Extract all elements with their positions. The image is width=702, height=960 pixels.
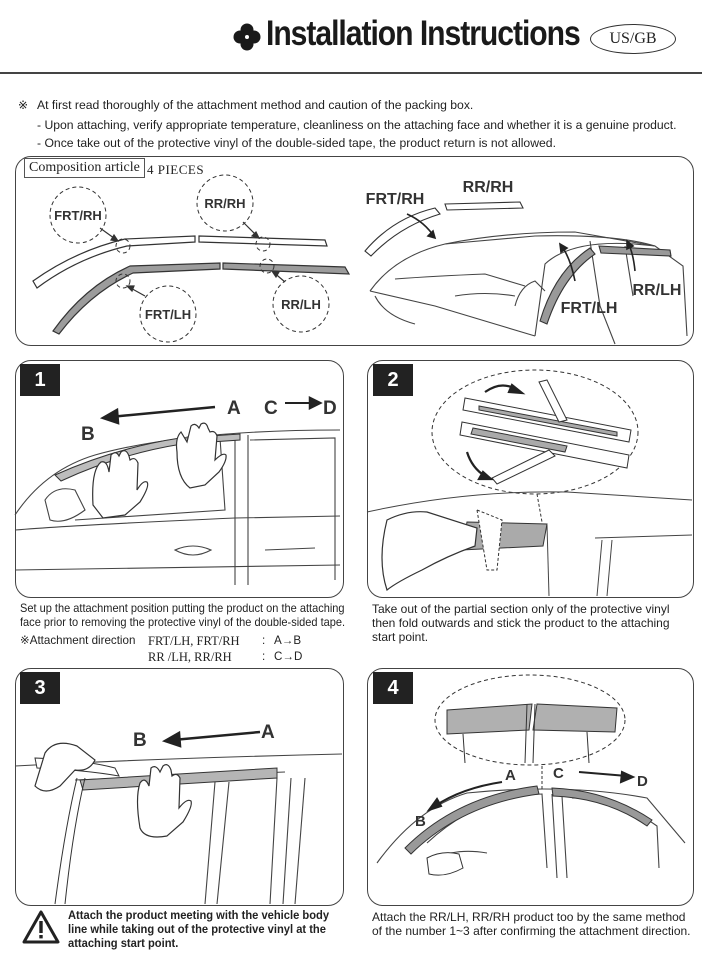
composition-illustration: FRT/RH RR/RH FRT/LH RR/LH FRT/RH RR/RH F… [32,174,688,345]
step-1-dir-row-1-dir: A→B [274,634,302,647]
glove-icon [34,742,192,838]
note-line-1: At first read thoroughly of the attachme… [37,98,474,112]
page-title: Installation Instructions [266,14,581,53]
step-1-label-d: D [323,398,337,419]
step-3-caption-2: line while taking out of the protective … [68,922,326,936]
step-4-label-a: A [505,767,516,784]
region-badge: US/GB [590,24,676,54]
part-label-frt-lh: FRT/LH [145,307,191,322]
step-3-caption-3: attaching start point. [68,936,179,950]
step-3-number: 3 [20,672,60,704]
step-4-illustration: A C D B [376,674,686,879]
step-1-label-a: A [227,398,241,419]
step-4-number: 4 [373,672,413,704]
visor-parts [32,235,351,335]
step-3-illustration: A B [14,722,343,905]
part-label-rr-rh: RR/RH [204,196,245,211]
car-label-frt-rh: FRT/RH [366,191,425,208]
step-1-direction-label: ※Attachment direction [20,634,136,647]
step-4-caption-2: of the number 1~3 after confirming the a… [372,924,691,938]
step-2-number: 2 [373,364,413,396]
step-2-caption-1: Take out of the partial section only of … [372,602,670,616]
note-line-3: - Once take out of the protective vinyl … [37,136,556,150]
header-divider [0,72,702,74]
step-1-dir-row-1-parts: FRT/LH, FRT/RH [148,634,240,648]
step-1-dir-row-1-sep: : [262,634,266,647]
step-1-number: 1 [20,364,60,396]
step-2-caption-3: start point. [372,630,429,644]
step-3-label-a: B [133,730,147,751]
step-1-illustration: A C D B [14,395,341,585]
car-illustration [369,231,688,345]
step-2-illustration [366,369,693,597]
step-4-label-b: B [415,813,426,830]
step-4-label-c: C [553,765,564,782]
composition-label: Composition article [24,158,145,178]
part-label-frt-rh: FRT/RH [54,208,102,223]
composition-count: 4 PIECES [147,162,205,177]
gloves-icon [92,422,227,519]
warning-triangle-icon [22,910,60,944]
step-3-caption-1: Attach the product meeting with the vehi… [68,908,330,922]
car-label-rr-rh: RR/RH [463,179,514,196]
step-4-label-d: D [637,773,648,790]
car-label-frt-lh: FRT/LH [561,300,618,317]
step-1-dir-row-2-parts: RR /LH, RR/RH [148,650,232,664]
step-1-caption-2: face prior to removing the protective vi… [20,616,346,629]
step-1-label-c: C [264,398,278,419]
composition-panel [15,156,694,346]
step-1-dir-row-2-dir: C→D [274,650,303,663]
step-1-label-b: B [81,424,95,445]
step-1-caption-1: Set up the attachment position putting t… [20,602,345,615]
car-label-rr-lh: RR/LH [633,282,682,299]
note-mark: ※ [18,98,29,112]
part-label-rr-lh: RR/LH [281,297,321,312]
clover-icon [233,23,261,51]
step-1-dir-row-2-sep: : [262,650,266,663]
step-1-panel [15,360,344,598]
step-2-caption-2: then fold outwards and stick the product… [372,616,670,630]
note-line-2: - Upon attaching, verify appropriate tem… [37,118,677,132]
step-3-label-b: A [261,722,275,743]
step-4-caption-1: Attach the RR/LH, RR/RH product too by t… [372,910,686,924]
